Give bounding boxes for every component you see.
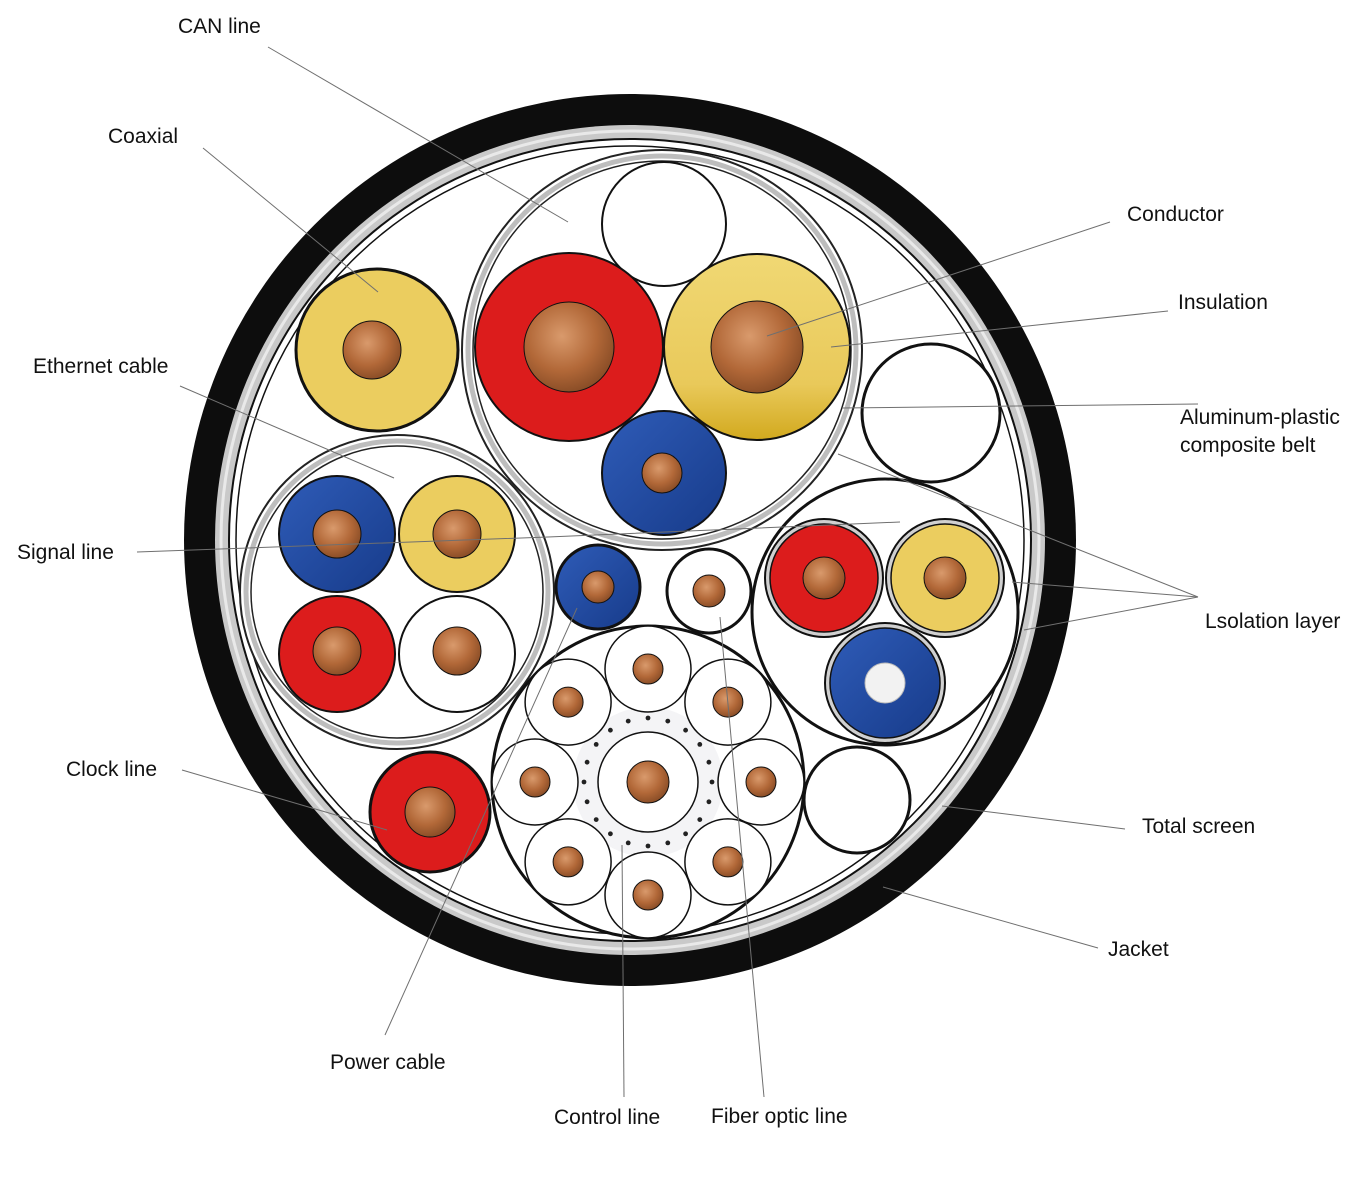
fiber-strand-dot <box>625 718 631 724</box>
leader-lines <box>136 46 1199 1098</box>
isolation-yellow-conductor <box>923 556 967 600</box>
label-ethernet-cable: Ethernet cable <box>33 355 168 378</box>
leader-control-line <box>621 844 625 1098</box>
fiber-strand-dot <box>665 840 671 846</box>
filler-right-top <box>860 342 1002 484</box>
fiber-strand-dot <box>608 727 613 733</box>
label-clock-line: Clock line <box>66 758 157 781</box>
leader-conductor <box>766 221 1111 337</box>
leader-isolation-2 <box>1011 581 1199 598</box>
label-signal-line: Signal line <box>17 541 114 564</box>
leader-ethernet <box>179 385 395 479</box>
leader-isolation-3 <box>1023 596 1199 631</box>
fiber-strand-dot <box>584 759 590 765</box>
fiber-strand-dot <box>706 799 712 805</box>
fiber-bundle-strands <box>581 715 715 849</box>
label-aluminum-plastic: Aluminum-plastic <box>1180 406 1340 429</box>
bundle-core-conductor <box>745 766 777 798</box>
fiber-small-conductor <box>692 574 726 608</box>
ethernet-red-conductor <box>312 626 362 676</box>
ethernet-group-screen <box>243 438 551 746</box>
ethernet-blue-conductor <box>312 509 362 559</box>
leader-power-cable <box>384 607 578 1036</box>
coaxial-conductor <box>342 320 402 380</box>
label-conductor: Conductor <box>1127 203 1224 226</box>
fiber-strand-dot <box>665 718 671 724</box>
leader-total-screen <box>941 805 1126 830</box>
fiber-strand-dot <box>706 759 712 765</box>
fiber-strand-dot <box>697 817 703 822</box>
leader-isolation-1 <box>837 453 1199 598</box>
filler-right-bottom <box>802 745 912 855</box>
bundle-core-conductor <box>552 846 584 878</box>
fiber-strand-dot <box>608 831 613 837</box>
bundle-core-conductor <box>552 686 584 718</box>
isolation-blue-core <box>864 662 906 704</box>
leader-clock-line <box>181 769 388 831</box>
leader-insulation <box>830 310 1169 348</box>
ethernet-yellow-conductor <box>432 509 482 559</box>
fiber-strand-dot <box>593 742 599 747</box>
fiber-strand-dot <box>584 799 590 805</box>
fiber-strand-dot <box>645 843 651 849</box>
leader-signal-line <box>136 521 901 553</box>
bundle-core-conductor <box>632 879 664 911</box>
fiber-strand-dot <box>581 779 587 785</box>
leader-jacket <box>882 886 1099 949</box>
leader-can-line <box>267 46 569 223</box>
label-power-cable: Power cable <box>330 1051 446 1074</box>
label-jacket: Jacket <box>1108 938 1169 961</box>
fiber-bundle-cores <box>491 625 805 939</box>
label-total-screen: Total screen <box>1142 815 1255 838</box>
can-red-conductor <box>523 301 615 393</box>
leader-aluminum <box>841 403 1199 409</box>
label-can-line: CAN line <box>178 15 261 38</box>
fiber-strand-dot <box>683 831 688 837</box>
bundle-core-conductor <box>632 653 664 685</box>
fiber-strand-dot <box>593 817 599 822</box>
fiber-strand-dot <box>645 715 651 721</box>
leader-coaxial <box>202 147 379 293</box>
leader-fiber-optic <box>719 616 765 1098</box>
fiber-strand-dot <box>697 742 703 747</box>
bundle-core-conductor <box>712 846 744 878</box>
label-coaxial: Coaxial <box>108 125 178 148</box>
can-yellow-conductor <box>710 300 804 394</box>
screen-sheen <box>219 129 1041 951</box>
fiber-strand-dot <box>683 727 688 733</box>
can-filler <box>601 161 727 287</box>
isolation-red-conductor <box>802 556 846 600</box>
fiber-strand-dot <box>625 840 631 846</box>
signal-line-conductor <box>581 570 615 604</box>
can-line-group-screen <box>465 153 859 547</box>
fiber-center-conductor <box>626 760 670 804</box>
ethernet-white-conductor <box>432 626 482 676</box>
label-isolation-layer: Lsolation layer <box>1205 610 1340 633</box>
label-control-line: Control line <box>554 1106 660 1129</box>
fiber-strand-dot <box>709 779 715 785</box>
label-insulation: Insulation <box>1178 291 1268 314</box>
can-blue-conductor <box>641 452 683 494</box>
label-fiber-optic-line: Fiber optic line <box>711 1105 848 1128</box>
clock-line-conductor <box>404 786 456 838</box>
bundle-core-conductor <box>519 766 551 798</box>
label-composite-belt: composite belt <box>1180 434 1316 457</box>
